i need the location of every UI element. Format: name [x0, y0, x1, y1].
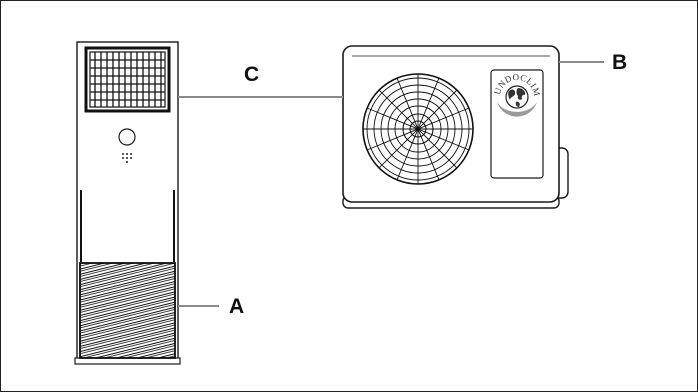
indoor-display-ring [118, 128, 136, 146]
logo-swoosh [497, 102, 537, 117]
indoor-top-grille [84, 46, 171, 113]
indoor-base [74, 357, 181, 365]
label-b: B [612, 51, 627, 74]
outdoor-brand-panel [490, 69, 544, 179]
indoor-bottom-grille [79, 262, 176, 359]
indoor-indicator-dots [122, 153, 132, 163]
indoor-unit [74, 41, 181, 365]
label-a: A [229, 295, 244, 318]
label-c: C [244, 63, 259, 86]
outdoor-fan-guard [362, 73, 474, 185]
